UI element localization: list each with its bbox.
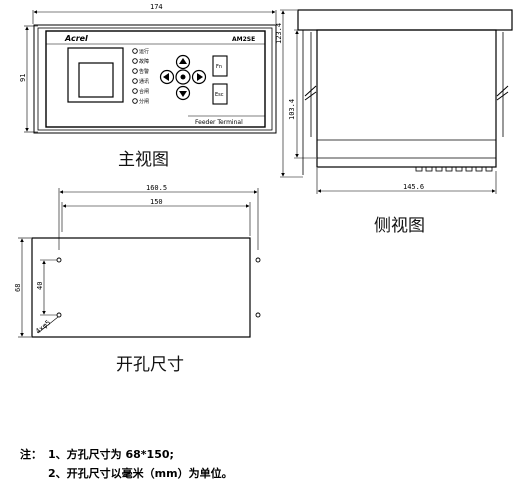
front-view-caption: 主视图 bbox=[118, 150, 169, 170]
cutout-drawing bbox=[18, 188, 261, 338]
led-label-1: 故障 bbox=[139, 58, 149, 65]
side-height-inner-dim: 103.4 bbox=[288, 99, 296, 120]
cutout-outer-width-dim: 160.5 bbox=[146, 184, 167, 192]
side-view-caption: 侧视图 bbox=[374, 216, 425, 236]
cutout-caption: 开孔尺寸 bbox=[116, 355, 184, 375]
led-label-4: 合闸 bbox=[139, 88, 149, 95]
led-label-3: 通讯 bbox=[139, 78, 149, 85]
front-view bbox=[24, 10, 277, 134]
cutout-hole-dim: 4×φ5 bbox=[34, 319, 52, 336]
led-label-2: 告警 bbox=[139, 68, 149, 75]
side-view bbox=[280, 9, 513, 194]
side-depth-dim: 145.6 bbox=[403, 183, 424, 191]
side-height-outer-dim: 123.4 bbox=[275, 23, 283, 44]
notes-line-1: 1、方孔尺寸为 68*150; bbox=[48, 448, 174, 461]
led-label-5: 分闸 bbox=[139, 98, 149, 105]
key-esc-label: Esc bbox=[215, 92, 224, 98]
brand-logo: Acrel bbox=[64, 34, 88, 43]
key-fn-label: Fn bbox=[216, 64, 222, 70]
footer-label: Feeder Terminal bbox=[195, 119, 243, 126]
led-label-0: 运行 bbox=[139, 48, 149, 55]
cutout-width-dim: 150 bbox=[150, 198, 163, 206]
front-height-dim: 91 bbox=[19, 74, 27, 82]
cutout-height-dim: 68 bbox=[14, 284, 22, 292]
nav-arrows bbox=[163, 58, 203, 97]
model-label: AM2SE bbox=[232, 36, 255, 43]
front-width-dim: 174 bbox=[150, 3, 163, 11]
notes-line-2: 2、开孔尺寸以毫米（mm）为单位。 bbox=[48, 467, 233, 480]
notes-title: 注： bbox=[20, 448, 42, 461]
cutout-inner-dim: 40 bbox=[36, 282, 44, 290]
